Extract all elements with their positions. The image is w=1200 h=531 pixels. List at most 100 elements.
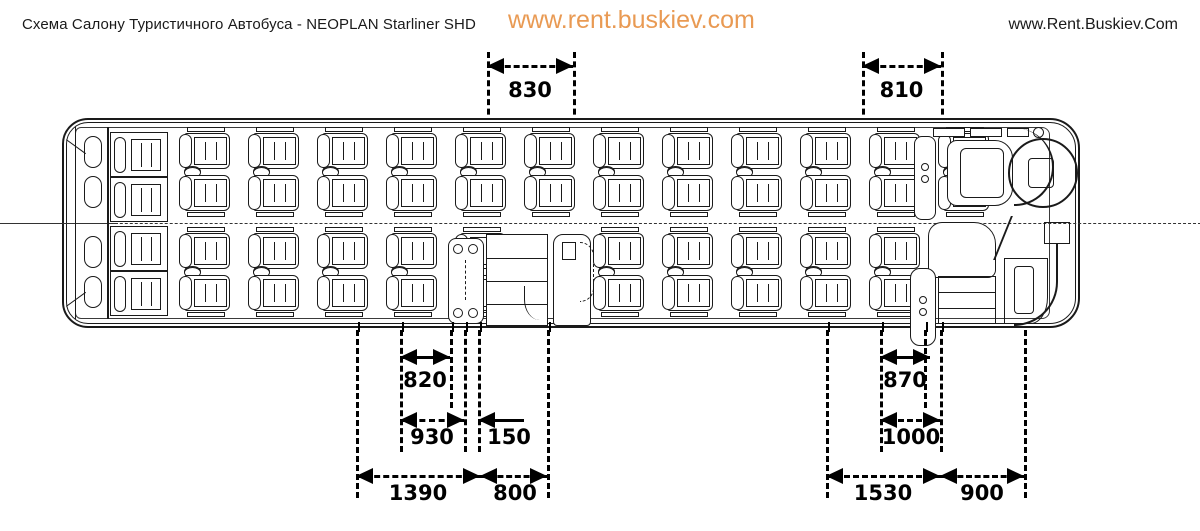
seat[interactable] bbox=[868, 227, 927, 277]
seat[interactable] bbox=[661, 267, 720, 317]
courier-pad-line-2 bbox=[938, 308, 996, 309]
seat[interactable] bbox=[661, 167, 720, 217]
seat-pair[interactable] bbox=[661, 127, 720, 217]
seat[interactable] bbox=[730, 167, 789, 217]
rear-seat[interactable] bbox=[110, 271, 168, 316]
seat[interactable] bbox=[316, 267, 375, 317]
seat-pair[interactable] bbox=[523, 127, 582, 217]
seat-cushion bbox=[131, 184, 161, 216]
seat[interactable] bbox=[178, 227, 237, 277]
seat-pair[interactable] bbox=[799, 127, 858, 217]
dim-ext-line-b8 bbox=[880, 330, 883, 452]
seat[interactable] bbox=[247, 267, 306, 317]
seat-pair[interactable] bbox=[247, 127, 306, 217]
seat[interactable] bbox=[178, 267, 237, 317]
seat[interactable] bbox=[385, 127, 444, 177]
seat-cushion bbox=[470, 179, 503, 207]
seat-pair[interactable] bbox=[592, 127, 651, 217]
seat[interactable] bbox=[523, 127, 582, 177]
seat[interactable] bbox=[799, 127, 858, 177]
seat[interactable] bbox=[316, 227, 375, 277]
seat[interactable] bbox=[385, 167, 444, 217]
rear-bulkhead bbox=[108, 127, 109, 319]
seat[interactable] bbox=[799, 227, 858, 277]
seat[interactable] bbox=[385, 267, 444, 317]
seat[interactable] bbox=[385, 227, 444, 277]
seat-pair[interactable] bbox=[385, 127, 444, 217]
headrest bbox=[670, 227, 708, 232]
guide-seat-box bbox=[562, 242, 576, 260]
seat[interactable] bbox=[178, 167, 237, 217]
seat-cushion bbox=[815, 137, 848, 165]
seat[interactable] bbox=[592, 267, 651, 317]
seat[interactable] bbox=[592, 227, 651, 277]
seat[interactable] bbox=[178, 127, 237, 177]
rear-seat-pair-lower[interactable] bbox=[110, 226, 168, 316]
seat-cushion bbox=[131, 278, 161, 310]
seat-pair[interactable] bbox=[799, 227, 858, 317]
seat[interactable] bbox=[454, 167, 513, 217]
headrest bbox=[463, 227, 501, 232]
seat-pair[interactable] bbox=[730, 127, 789, 217]
seat-cushion bbox=[332, 279, 365, 307]
seat[interactable] bbox=[247, 127, 306, 177]
rear-seat[interactable] bbox=[110, 226, 168, 271]
rear-skin-line bbox=[75, 127, 76, 319]
seat-pair[interactable] bbox=[385, 227, 444, 317]
ref-tick bbox=[549, 322, 551, 332]
front-console-block bbox=[928, 222, 996, 278]
seat[interactable] bbox=[730, 227, 789, 277]
rear-seat[interactable] bbox=[110, 132, 168, 177]
dim-arrow-1530 bbox=[826, 466, 940, 488]
seat[interactable] bbox=[247, 167, 306, 217]
seat-cushion bbox=[677, 279, 710, 307]
armrest bbox=[248, 134, 261, 168]
dim-ext-line-b9 bbox=[924, 330, 927, 408]
rear-oval-2 bbox=[84, 176, 102, 208]
seat[interactable] bbox=[316, 127, 375, 177]
courier-seat-pad bbox=[938, 276, 996, 324]
dim-ext-line-b10 bbox=[940, 330, 943, 452]
seat[interactable] bbox=[661, 227, 720, 277]
seat[interactable] bbox=[592, 167, 651, 217]
seat-pair[interactable] bbox=[247, 227, 306, 317]
seat-cushion bbox=[746, 179, 779, 207]
seat-cushion bbox=[884, 179, 917, 207]
seat[interactable] bbox=[316, 167, 375, 217]
seat[interactable] bbox=[730, 267, 789, 317]
headrest bbox=[187, 212, 225, 217]
seat-pair[interactable] bbox=[730, 227, 789, 317]
seat-pair[interactable] bbox=[178, 127, 237, 217]
dim-arrow-800 bbox=[480, 466, 547, 488]
front-door-panel[interactable] bbox=[1044, 222, 1070, 244]
armrest bbox=[317, 234, 330, 268]
seat[interactable] bbox=[454, 127, 513, 177]
seat-pair[interactable] bbox=[178, 227, 237, 317]
seat[interactable] bbox=[247, 227, 306, 277]
seat-pair[interactable] bbox=[316, 127, 375, 217]
seat-pair[interactable] bbox=[592, 227, 651, 317]
armrest bbox=[386, 234, 399, 268]
armrest bbox=[455, 176, 468, 210]
rear-seat[interactable] bbox=[110, 177, 168, 222]
headrest bbox=[325, 227, 363, 232]
seat[interactable] bbox=[730, 127, 789, 177]
courier-seat[interactable] bbox=[910, 268, 936, 346]
headrest bbox=[325, 212, 363, 217]
ref-tick bbox=[926, 322, 928, 332]
seat[interactable] bbox=[799, 267, 858, 317]
seat-cushion bbox=[332, 237, 365, 265]
seat[interactable] bbox=[592, 127, 651, 177]
rear-seat-pair-upper[interactable] bbox=[110, 132, 168, 222]
seat-pair[interactable] bbox=[454, 127, 513, 217]
armrest bbox=[386, 176, 399, 210]
seat[interactable] bbox=[661, 127, 720, 177]
seat-pair[interactable] bbox=[868, 127, 927, 217]
seat-cushion bbox=[608, 279, 641, 307]
seat[interactable] bbox=[523, 167, 582, 217]
headrest bbox=[394, 212, 432, 217]
headrest bbox=[463, 212, 501, 217]
seat[interactable] bbox=[799, 167, 858, 217]
seat-pair[interactable] bbox=[316, 227, 375, 317]
seat-pair[interactable] bbox=[661, 227, 720, 317]
